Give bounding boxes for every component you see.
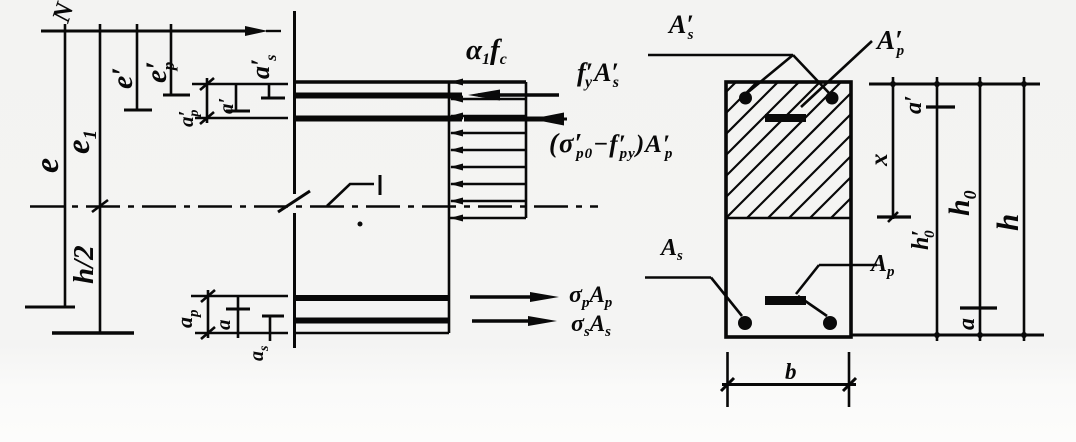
svg-text:a′: a′	[214, 98, 238, 114]
svg-text:a′s: a′s	[246, 54, 280, 79]
svg-text:e′: e′	[106, 67, 139, 89]
svg-text:h/2: h/2	[68, 245, 100, 284]
svg-text:e: e	[29, 158, 66, 173]
svg-text:σpAp: σpAp	[569, 282, 613, 311]
svg-text:b: b	[785, 359, 797, 384]
svg-text:(σ′p0−f′py)A′p: (σ′p0−f′py)A′p	[549, 128, 673, 162]
svg-text:f′yA′s: f′yA′s	[577, 58, 619, 91]
svg-text:h: h	[990, 214, 1025, 231]
svg-text:A′s: A′s	[667, 10, 694, 43]
svg-text:a′p: a′p	[174, 110, 202, 127]
svg-text:h′0: h′0	[908, 230, 938, 250]
svg-text:σsAs: σsAs	[571, 311, 611, 340]
svg-text:ap: ap	[172, 309, 202, 328]
svg-text:a: a	[954, 318, 980, 330]
svg-text:N: N	[46, 0, 80, 27]
svg-text:x: x	[866, 154, 893, 168]
svg-text:e1: e1	[61, 130, 101, 154]
svg-text:Ap: Ap	[869, 251, 895, 280]
svg-text:A′p: A′p	[875, 25, 905, 59]
svg-text:As: As	[659, 235, 683, 264]
svg-text:h0: h0	[943, 190, 980, 216]
svg-text:a: a	[211, 320, 235, 331]
svg-text:as: as	[246, 345, 272, 361]
svg-text:α1fc: α1fc	[466, 34, 507, 68]
svg-text:a′: a′	[901, 95, 927, 114]
svg-text:e′p: e′p	[140, 61, 178, 83]
